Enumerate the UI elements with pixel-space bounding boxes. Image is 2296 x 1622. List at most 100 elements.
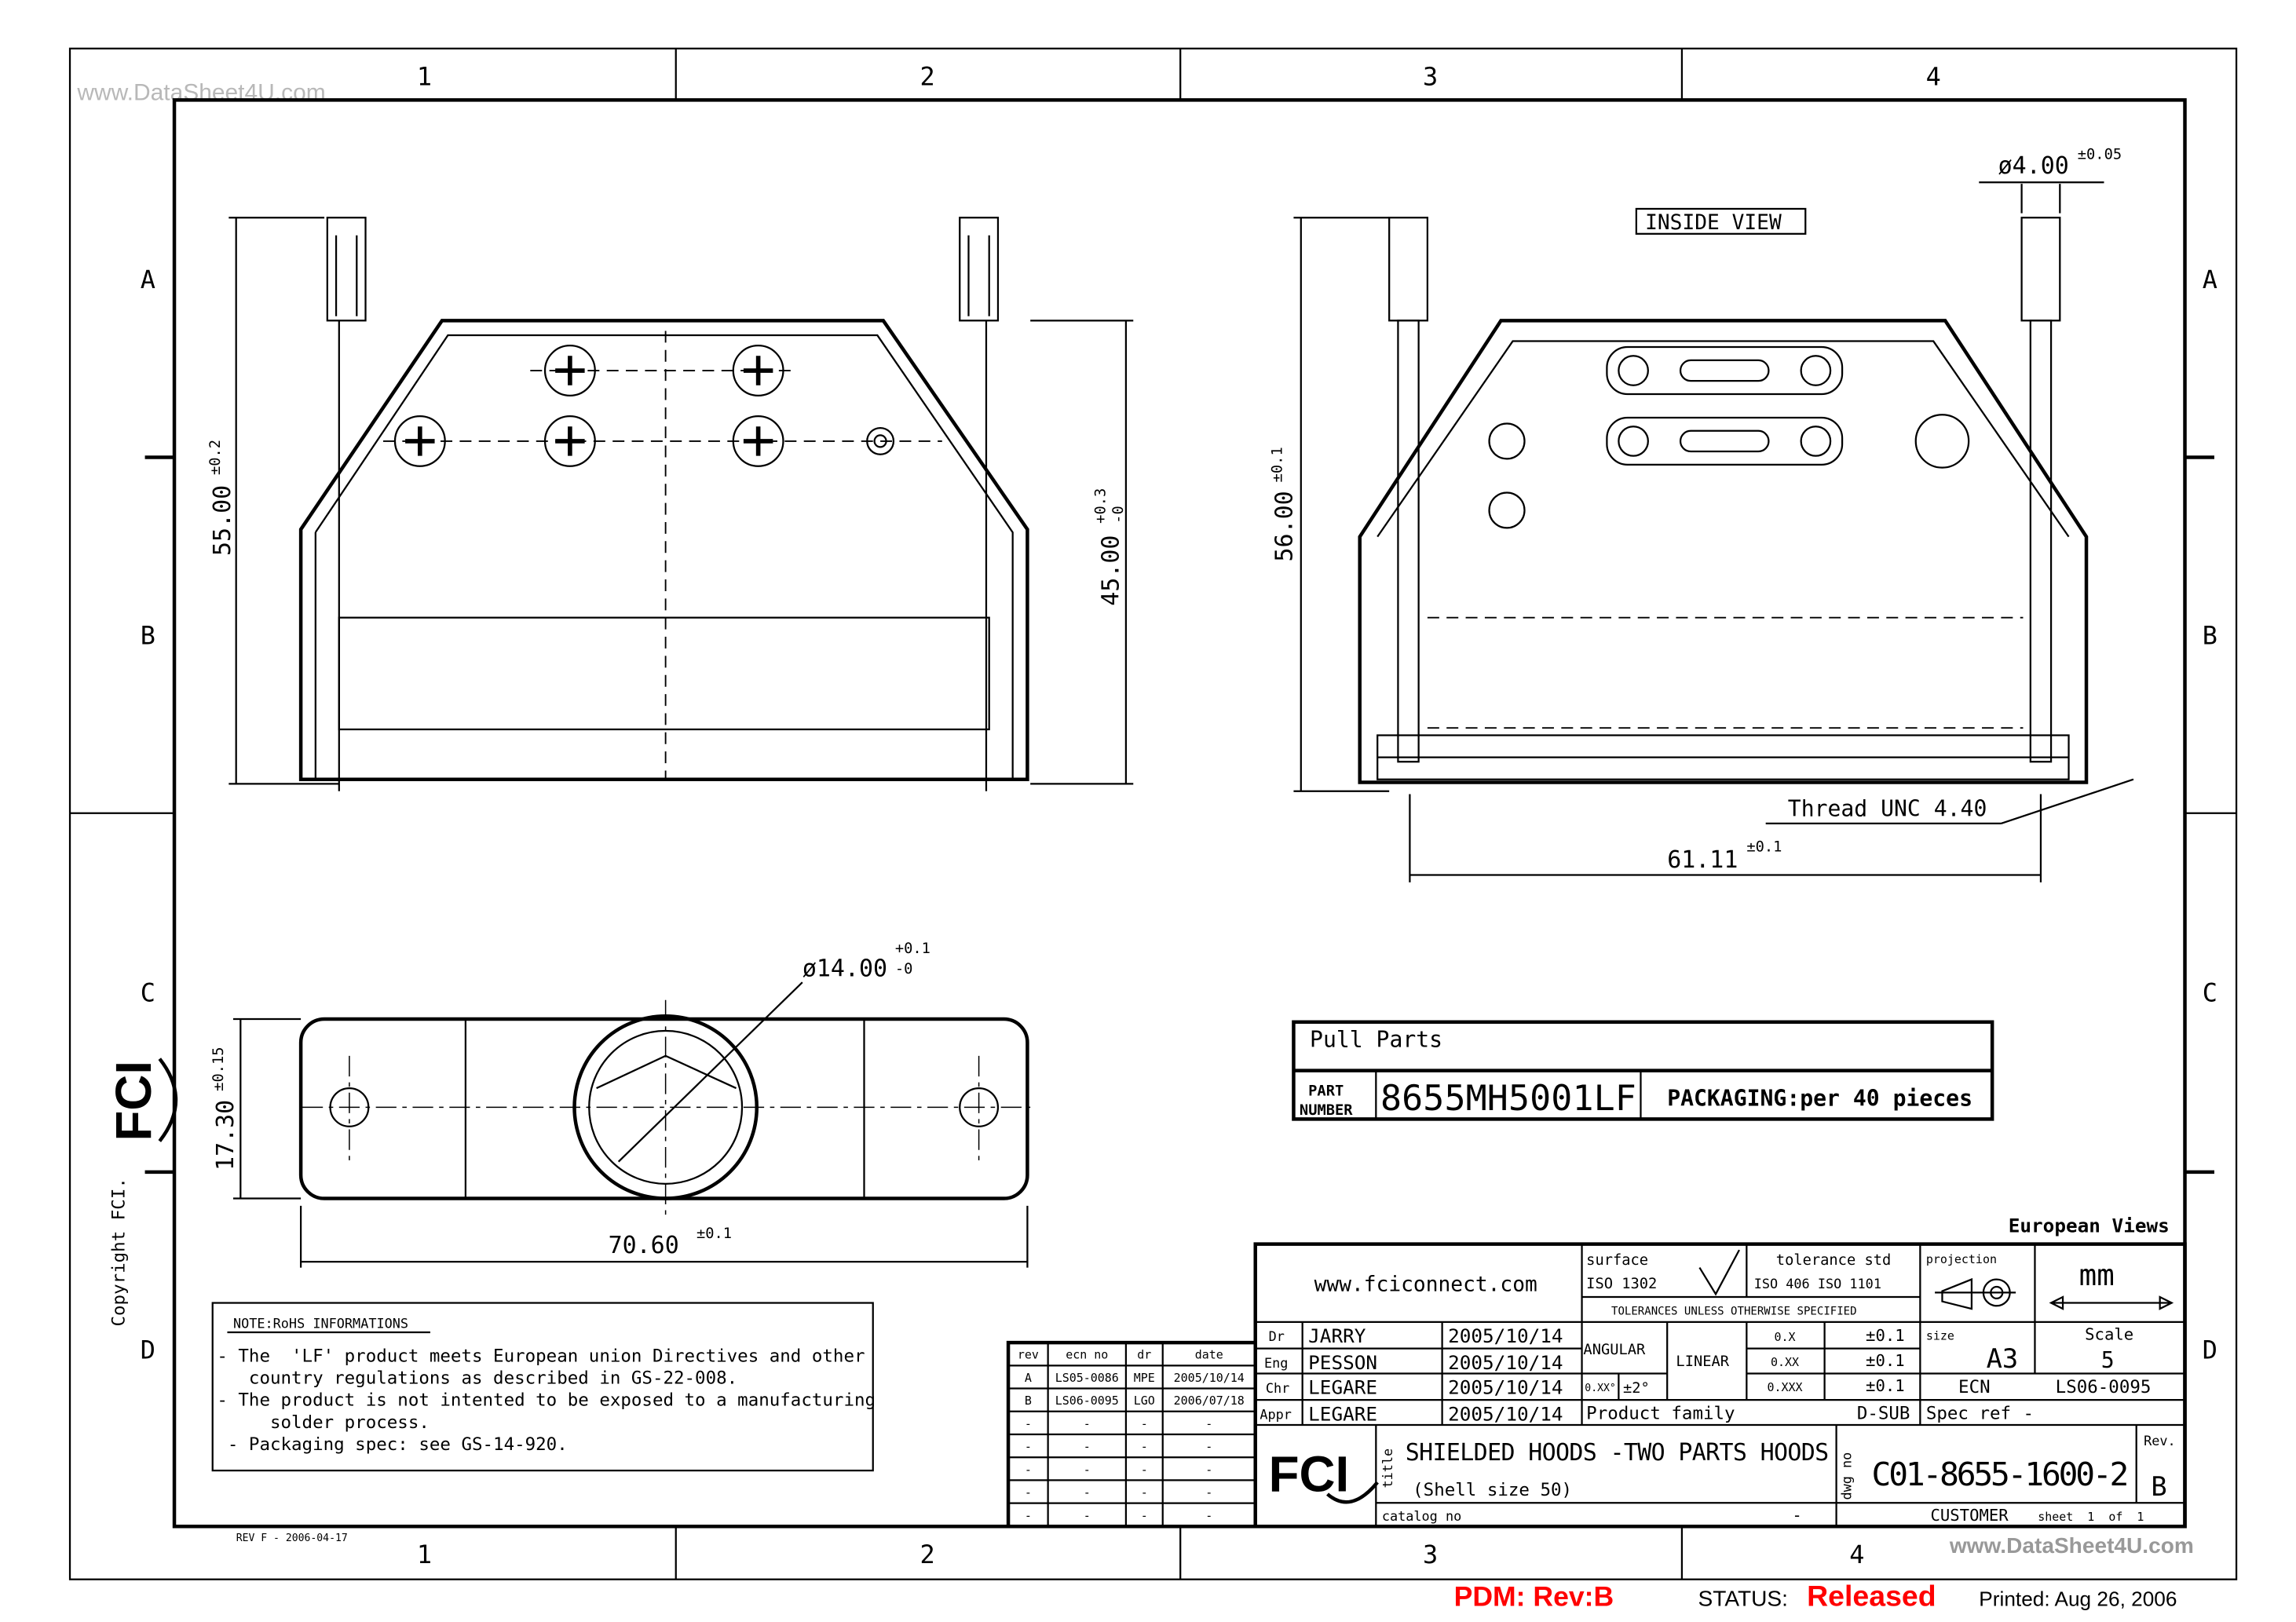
svg-text:country regulations as describ: country regulations as described in GS-2…	[217, 1368, 737, 1389]
svg-text:Spec ref: Spec ref	[1926, 1404, 2011, 1424]
svg-text:70.60: 70.60	[609, 1232, 679, 1259]
svg-text:ISO 406 ISO 1101: ISO 406 ISO 1101	[1754, 1276, 1881, 1291]
svg-text:±0.1: ±0.1	[1866, 1326, 1905, 1345]
svg-text:0.XXX: 0.XXX	[1768, 1380, 1803, 1394]
revision-cell: -	[1141, 1440, 1148, 1454]
svg-text:www.fciconnect.com: www.fciconnect.com	[1314, 1273, 1537, 1297]
revision-cell: -	[1205, 1485, 1212, 1500]
revision-cell: -	[1084, 1416, 1091, 1430]
revision-cell: -	[1141, 1508, 1148, 1522]
svg-text:C: C	[2203, 978, 2217, 1008]
svg-text:surface: surface	[1586, 1252, 1648, 1269]
revision-cell: -	[1141, 1463, 1148, 1477]
revision-cell: 2006/07/18	[1174, 1394, 1245, 1408]
svg-text:56.00: 56.00	[1271, 491, 1299, 561]
revision-header: ecn no	[1066, 1348, 1108, 1362]
first-angle-projection-icon	[1935, 1277, 2016, 1310]
revision-header: dr	[1137, 1348, 1151, 1362]
svg-text:+0.3: +0.3	[1093, 488, 1110, 524]
svg-text:4: 4	[1849, 1540, 1864, 1569]
revision-cell: -	[1205, 1508, 1212, 1522]
svg-text:- The 'LF' product meets Euro: - The 'LF' product meets European union …	[217, 1346, 865, 1366]
svg-text:TOLERANCES UNLESS OTHERWISE SP: TOLERANCES UNLESS OTHERWISE SPECIFIED	[1611, 1306, 1857, 1318]
revision-cell: -	[1205, 1416, 1212, 1430]
svg-text:FCI: FCI	[106, 1061, 162, 1142]
svg-text:- The product is not intented: - The product is not intented to be expo…	[217, 1390, 876, 1411]
svg-text:2: 2	[919, 1540, 934, 1569]
revision-cell: -	[1205, 1463, 1212, 1477]
fci-logo-side: FCI	[106, 1058, 178, 1142]
svg-text:61.11: 61.11	[1667, 846, 1738, 874]
svg-text:D: D	[2203, 1335, 2217, 1365]
revision-cell: -	[1084, 1440, 1091, 1454]
revision-cell: -	[1025, 1440, 1032, 1454]
svg-text:ECN: ECN	[1958, 1377, 1991, 1397]
svg-text:projection: projection	[1926, 1252, 1997, 1266]
fci-logo: FCI	[1269, 1446, 1379, 1504]
rohs-notes: NOTE:RoHS INFORMATIONS - The 'LF' produc…	[211, 1302, 876, 1472]
drawing-number: C01-8655-1600-2	[1872, 1456, 2130, 1493]
svg-text:D: D	[141, 1335, 155, 1365]
revision-cell: MPE	[1134, 1371, 1155, 1385]
units-arrow-icon	[2049, 1295, 2174, 1310]
svg-text:size: size	[1926, 1328, 1954, 1343]
svg-text:B: B	[2203, 620, 2217, 650]
svg-text:±0.1: ±0.1	[1746, 839, 1782, 856]
revision-cell: -	[1025, 1485, 1032, 1500]
svg-text:±0.1: ±0.1	[1269, 447, 1285, 482]
svg-text:PACKAGING:per 40 pieces: PACKAGING:per 40 pieces	[1667, 1086, 1972, 1112]
svg-text:ø4.00: ø4.00	[1998, 152, 2069, 180]
form-revision: REV F - 2006-04-17	[236, 1532, 348, 1544]
svg-text:title: title	[1380, 1448, 1395, 1489]
svg-text:±0.1: ±0.1	[1866, 1376, 1905, 1395]
bottom-view: ø14.00 +0.1 -0 17.30 ±0.15 70.60 ±0.1	[210, 941, 1031, 1268]
copyright: Copyright FCI.	[108, 1178, 129, 1326]
svg-text:A: A	[141, 265, 155, 294]
revision-cell: -	[1205, 1440, 1212, 1454]
revision-cell: -	[1084, 1508, 1091, 1522]
revision-cell: -	[1084, 1463, 1091, 1477]
svg-text:±2°: ±2°	[1623, 1380, 1650, 1397]
svg-text:Rev.: Rev.	[2144, 1433, 2176, 1448]
title-block: European Views www.fciconnect.com surfac…	[1253, 1215, 2187, 1529]
svg-text:Thread UNC 4.40: Thread UNC 4.40	[1788, 796, 1987, 822]
pdm-footer: PDM: Rev:B STATUS: Released Printed: Aug…	[1454, 1579, 2177, 1612]
svg-text:3: 3	[1423, 1540, 1438, 1569]
revision-cell: -	[1025, 1463, 1032, 1477]
svg-text:C: C	[141, 978, 155, 1008]
svg-text:+0.1: +0.1	[895, 941, 930, 957]
svg-text:NOTE:RoHS INFORMATIONS: NOTE:RoHS INFORMATIONS	[233, 1315, 408, 1331]
svg-text:±0.15: ±0.15	[210, 1047, 227, 1090]
revision-header: rev	[1018, 1348, 1039, 1362]
revision-cell: LGO	[1134, 1394, 1155, 1408]
svg-text:2005/10/14: 2005/10/14	[1448, 1324, 1563, 1347]
svg-text:- Packaging spec: see GS-14-92: - Packaging spec: see GS-14-920.	[217, 1434, 567, 1455]
svg-text:Printed: Aug 26, 2006: Printed: Aug 26, 2006	[1979, 1587, 2177, 1610]
svg-text:Appr: Appr	[1260, 1407, 1292, 1423]
svg-text:INSIDE VIEW: INSIDE VIEW	[1645, 211, 1782, 235]
svg-text:sheet 1 of 1: sheet 1 of 1	[2038, 1510, 2144, 1524]
svg-text:0.X: 0.X	[1775, 1330, 1796, 1344]
svg-text:-0: -0	[1110, 506, 1127, 524]
svg-text:mm: mm	[2079, 1258, 2115, 1292]
svg-text:-: -	[2023, 1404, 2034, 1424]
svg-text:Product family: Product family	[1586, 1404, 1735, 1424]
svg-text:3: 3	[1423, 62, 1438, 92]
svg-text:A3: A3	[1987, 1343, 2019, 1374]
svg-text:JARRY: JARRY	[1308, 1324, 1366, 1347]
surface-check-icon	[1698, 1249, 1740, 1296]
svg-text:dwg no: dwg no	[1838, 1452, 1854, 1500]
revision-cell: -	[1025, 1416, 1032, 1430]
drawing-revision: B	[2151, 1471, 2166, 1502]
svg-text:Scale: Scale	[2085, 1324, 2133, 1343]
svg-text:±0.1: ±0.1	[1866, 1351, 1905, 1370]
revision-cell: B	[1025, 1394, 1032, 1408]
svg-text:0.XX°: 0.XX°	[1585, 1383, 1615, 1394]
svg-text:-0: -0	[895, 961, 913, 977]
svg-text:PESSON: PESSON	[1308, 1351, 1377, 1374]
svg-text:PART: PART	[1308, 1083, 1344, 1099]
svg-text:1: 1	[417, 62, 432, 92]
